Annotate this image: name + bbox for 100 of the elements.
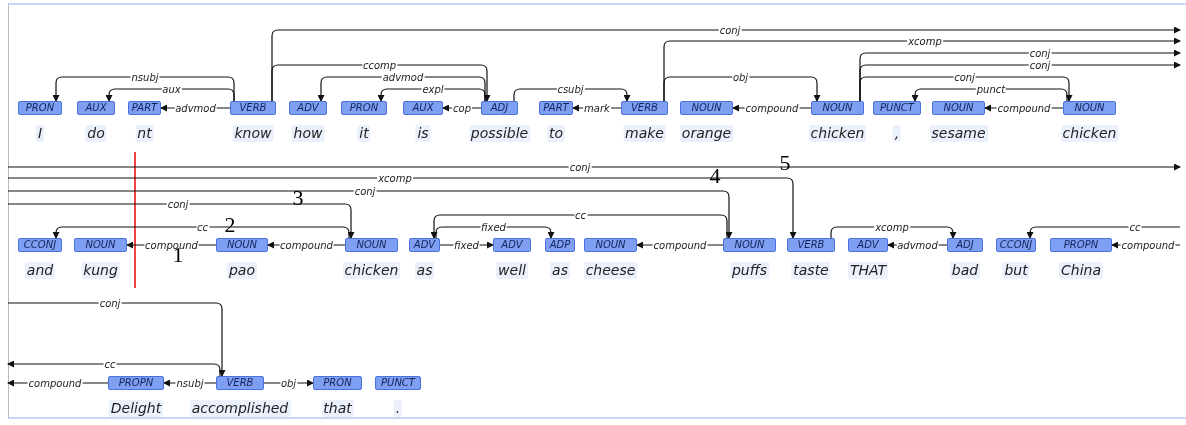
dependency-arrow [430,214,728,239]
edge-label: csubj [556,83,585,95]
word-label: as [550,262,570,279]
word-label: possible [468,125,531,142]
annotation-number: 4 [709,165,721,187]
pos-tag: NOUN [345,238,398,252]
word-label: bad [949,262,981,279]
edge-label: advmod [381,71,425,83]
dependency-arrow [859,76,1073,102]
word-label: taste [791,262,831,279]
word-label: Delight [108,400,164,417]
pos-tag: PRON [18,101,62,115]
pos-tag: ADV [848,238,888,252]
dependency-arrow [7,177,797,239]
edge-label: obj [279,377,298,389]
pos-tag: ADV [409,238,440,252]
pos-tag: NOUN [932,101,985,115]
pos-tag: NOUN [584,238,637,252]
dependency-arrow [7,203,355,239]
word-label: accomplished [189,400,291,417]
pos-tag: NOUN [1063,101,1116,115]
pos-tag: PRON [341,101,387,115]
word-label: chicken [808,125,867,142]
word-label: is [415,125,431,142]
word-label: make [623,125,666,142]
pos-tag: CCONJ [996,238,1036,252]
word-label: chicken [1060,125,1119,142]
edge-label: punct [975,83,1007,95]
pos-tag: VERB [787,238,835,252]
word-label: how [291,125,325,142]
pos-tag: CCONJ [18,238,62,252]
pos-tag: PROPN [108,376,164,390]
pos-tag: PUNCT [375,376,421,390]
dependency-arrow [1026,226,1181,239]
edge-label: compound [744,102,800,114]
edge-label: conj [1028,59,1052,71]
pos-tag: PRON [313,376,362,390]
pos-tag: ADJ [947,238,983,252]
line-label: conj [568,161,592,173]
pos-tag: PUNCT [873,101,921,115]
dependency-arrow [7,360,221,377]
word-label: pao [227,262,257,279]
edge-label: fixed [453,239,480,251]
word-label: well [496,262,528,279]
edge-label: compound [27,377,83,389]
edge-label: conj [166,198,190,210]
edge-label: compound [279,239,334,251]
pos-tag: AUX [77,101,115,115]
edge-label: obj [731,71,750,83]
edge-label: conj [718,24,742,36]
annotation-number: 2 [224,214,236,236]
word-label: . [393,400,403,417]
pos-tag: VERB [216,376,264,390]
annotation-number: 3 [292,187,304,209]
word-label: I [35,125,45,142]
edge-label: compound [1120,239,1176,251]
word-label: that [321,400,354,417]
pos-tag: VERB [230,101,276,115]
pos-tag: NOUN [680,101,733,115]
pos-tag: PART [128,101,161,115]
edge-label: compound [996,102,1052,114]
word-label: sesame [929,125,988,142]
pos-tag: PROPN [1050,238,1112,252]
edge-label: mark [583,102,611,114]
pos-tag: NOUN [723,238,776,252]
edge-label: fixed [480,221,507,233]
edge-label: advmod [174,102,217,114]
edge-label: advmod [896,239,939,251]
edge-label: nsubj [130,71,160,83]
pos-tag: NOUN [811,101,864,115]
pos-tag: AUX [403,101,443,115]
word-label: China [1059,262,1103,279]
word-label: puffs [729,262,770,279]
edge-label: nsubj [175,377,205,389]
word-label: THAT [847,262,889,279]
word-label: , [892,125,902,142]
pos-tag: NOUN [216,238,268,252]
pos-tag: ADV [493,238,531,252]
pos-tag: ADJ [481,101,518,115]
dependency-arrow [7,302,226,377]
pos-tag: NOUN [74,238,127,252]
word-label: it [357,125,371,142]
word-label: do [85,125,107,142]
edge-label: expl [421,83,445,95]
word-label: but [1002,262,1030,279]
pos-tag: ADV [289,101,327,115]
word-label: orange [679,125,734,142]
edge-label: conj [353,185,377,197]
dependency-arrow [105,88,235,102]
edge-label: conj [1028,47,1052,59]
word-label: chicken [342,262,401,279]
pos-tag: ADP [545,238,575,252]
pos-tag: PART [539,101,573,115]
word-label: and [24,262,56,279]
word-label: to [546,125,566,142]
word-label: kung [81,262,120,279]
pos-tag: VERB [621,101,668,115]
dependency-arrow [52,226,350,239]
word-label: nt [135,125,154,142]
edge-label: compound [652,239,708,251]
